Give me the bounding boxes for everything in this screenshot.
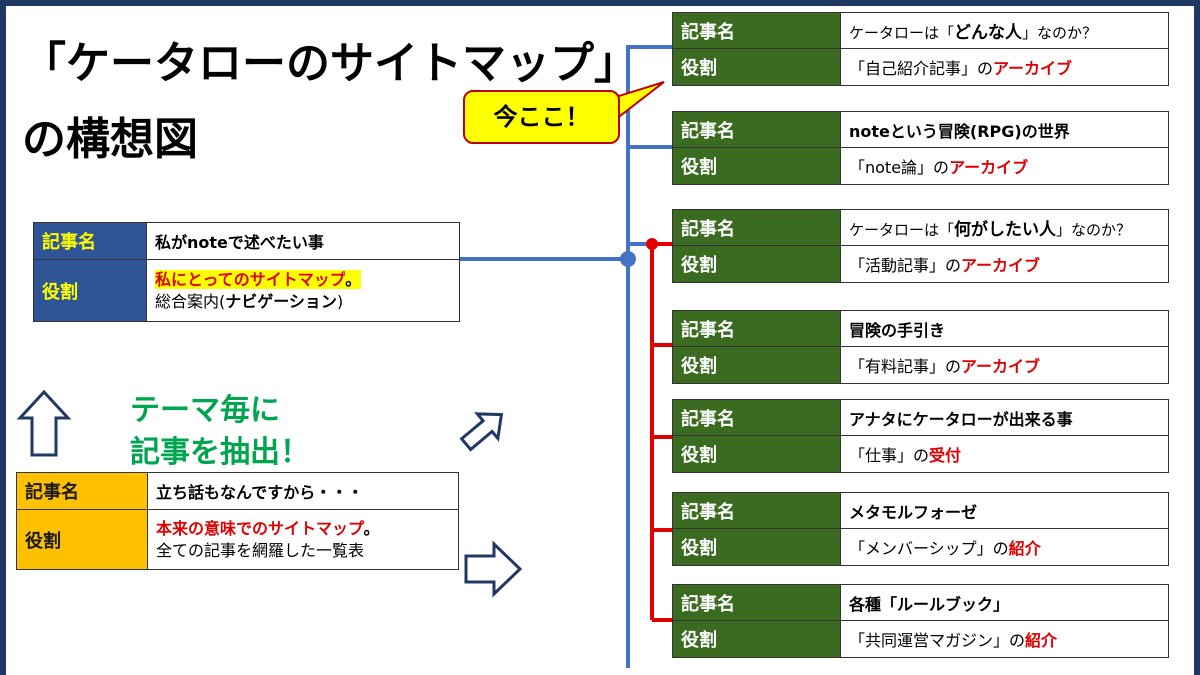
- card-role-main: 私にとってのサイトマップ: [155, 269, 346, 289]
- sitemap-card: 記事名 立ち話もなんですから・・・ 役割 本来の意味でのサイトマップ。 全ての記…: [16, 472, 459, 570]
- card-header-label: 記事名: [16, 472, 148, 510]
- card-role-label: 役割: [33, 259, 147, 322]
- article-card-5: 記事名 アナタにケータローが出来る事 役割 「仕事」の受付: [672, 399, 1169, 473]
- article-card-6: 記事名 メタモルフォーゼ 役割 「メンバーシップ」の紹介: [672, 492, 1169, 566]
- card-header-label: 記事名: [33, 222, 147, 260]
- top-border: [0, 0, 1200, 6]
- card-role-main: 本来の意味でのサイトマップ: [156, 518, 364, 538]
- card-title: 私がnoteで述べたい事: [146, 222, 460, 260]
- article-card-4: 記事名 冒険の手引き 役割 「有料記事」のアーカイブ: [672, 310, 1169, 384]
- article-card-3: 記事名 ケータローは「何がしたい人」なのか？ 役割 「活動記事」のアーカイブ: [672, 209, 1169, 283]
- page-title-line2: の構想図: [22, 114, 198, 165]
- left-border: [0, 0, 6, 675]
- current-location-callout: 今ここ！: [463, 90, 620, 144]
- theme-text-line2: 記事を抽出！: [130, 435, 310, 470]
- junction-node: [620, 251, 636, 267]
- red-node: [646, 238, 658, 250]
- diagonal-arrow-icon: [459, 412, 504, 452]
- card-role-sub: 全ての記事を網羅した一覧表: [156, 540, 365, 560]
- card-title: 立ち話もなんですから・・・: [147, 472, 459, 510]
- right-border: [1194, 0, 1200, 675]
- article-card-7: 記事名 各種「ルールブック」 役割 「共同運営マガジン」の紹介: [672, 584, 1169, 658]
- up-arrow-icon: [16, 389, 72, 457]
- navigation-card: 記事名 私がnoteで述べたい事 役割 私にとってのサイトマップ。 総合案内(ナ…: [33, 222, 460, 322]
- card-role-label: 役割: [16, 509, 148, 570]
- right-arrow-icon: [464, 540, 523, 598]
- card-role-sub: ナビゲーション: [225, 291, 337, 311]
- page-title-line1: 「ケータローのサイトマップ」: [22, 38, 638, 89]
- article-card-2: 記事名 noteという冒険(RPG)の世界 役割 「note論」のアーカイブ: [672, 111, 1169, 185]
- theme-text-line1: テーマ毎に: [130, 393, 280, 428]
- article-card-1: 記事名 ケータローは「どんな人」なのか？ 役割 「自己紹介記事」のアーカイブ: [672, 12, 1169, 86]
